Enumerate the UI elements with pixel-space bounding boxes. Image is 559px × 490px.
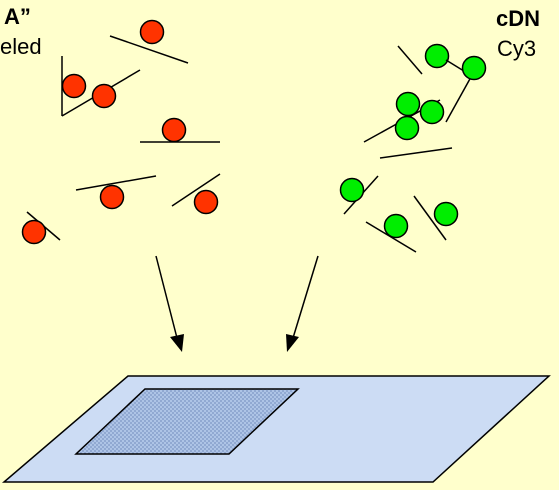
left-sample-title: A” [4, 4, 31, 29]
red-molecule [61, 56, 141, 117]
green-molecule [365, 213, 417, 253]
green-molecule [445, 55, 487, 123]
hybridization-arrows [155, 255, 319, 352]
right-sample-title: cDN [496, 6, 541, 31]
spotted-array-area [74, 388, 300, 455]
green-molecule [379, 115, 453, 159]
red-molecule [140, 117, 220, 143]
green-molecule [397, 43, 450, 75]
red-labeled-molecules [21, 19, 221, 245]
microarray-slide [1, 375, 551, 483]
green-molecule [413, 195, 459, 241]
green-molecule [363, 59, 473, 143]
red-molecule [75, 175, 157, 210]
left-sample-label: eled [0, 34, 42, 59]
green-molecule [339, 175, 379, 215]
red-molecule [171, 173, 221, 215]
right-sample-label: Cy3 [497, 36, 537, 61]
red-molecule [109, 19, 189, 64]
right-arrow [286, 255, 319, 352]
left-arrow [155, 255, 184, 352]
red-molecule [21, 211, 61, 245]
green-labeled-molecules [339, 43, 487, 253]
